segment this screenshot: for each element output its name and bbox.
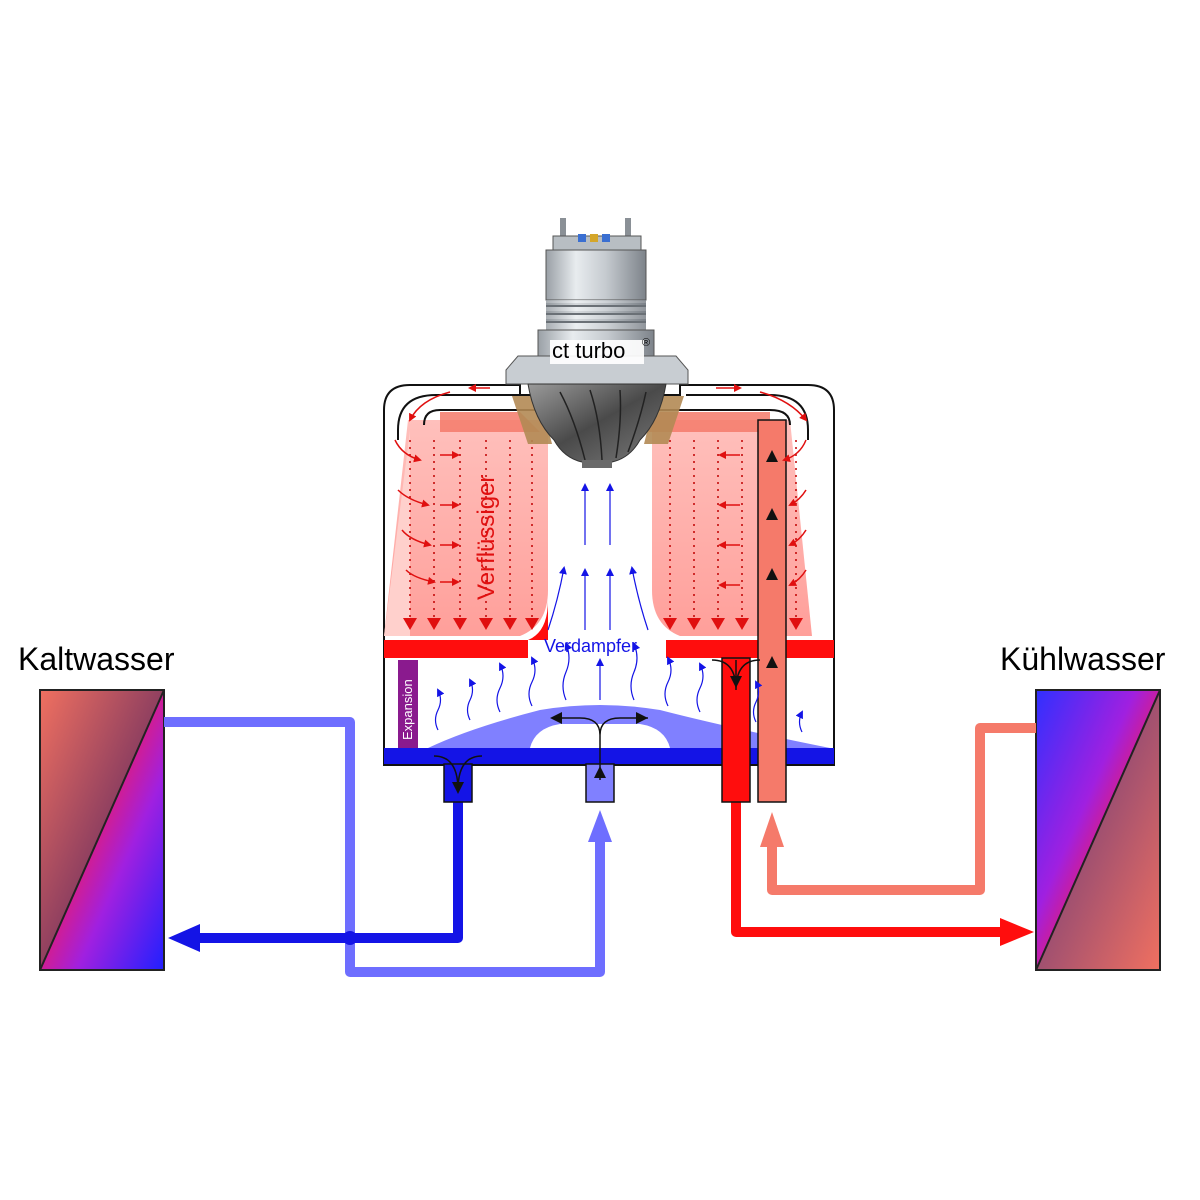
chilled-water-supply-pipe [200, 800, 463, 943]
vapor-rise-arrows [434, 483, 803, 733]
motor-body [545, 249, 647, 301]
compressor-label: ct turbo [552, 338, 625, 363]
condensate-arrows [403, 618, 803, 630]
chilled-water-inlet-arrow [588, 810, 612, 842]
cooling-water-hot-arrow [1000, 918, 1034, 946]
condensate-band-left [384, 640, 528, 658]
cooling-water-inlet-arrow [760, 812, 784, 847]
condenser-label: Verflüssiger [473, 475, 500, 600]
condensate-band-right [666, 640, 834, 658]
condenser-flow-lines [409, 440, 797, 620]
kuehlwasser-exchanger [1035, 689, 1161, 971]
chilled-water-return-pipe [164, 717, 605, 977]
evaporator-label: Verdampfer [544, 636, 637, 656]
chiller-vessel: Expansion [383, 384, 835, 803]
cooling-water-cold-pipe [767, 723, 1036, 895]
cooling-water-hot-pipe [731, 800, 1000, 937]
inlet-flow-arrows [766, 450, 778, 668]
expansion-label: Expansion [400, 679, 415, 740]
kaltwasser-label: Kaltwasser [18, 641, 175, 677]
compressor-assembly [505, 218, 689, 468]
registered-mark: ® [642, 337, 650, 349]
chilled-water-supply-arrow [168, 924, 200, 952]
pipe-junction [343, 931, 357, 945]
condenser-inlet-stub [757, 419, 787, 803]
condenser-left-region [384, 420, 548, 636]
condenser-outlet-stub [721, 657, 751, 803]
condenser-right-region [652, 420, 812, 636]
kaltwasser-exchanger [39, 689, 165, 971]
expansion-bar [398, 660, 418, 748]
kuehlwasser-label: Kühlwasser [1000, 641, 1166, 677]
condenser-inflow-arrows [394, 384, 808, 589]
